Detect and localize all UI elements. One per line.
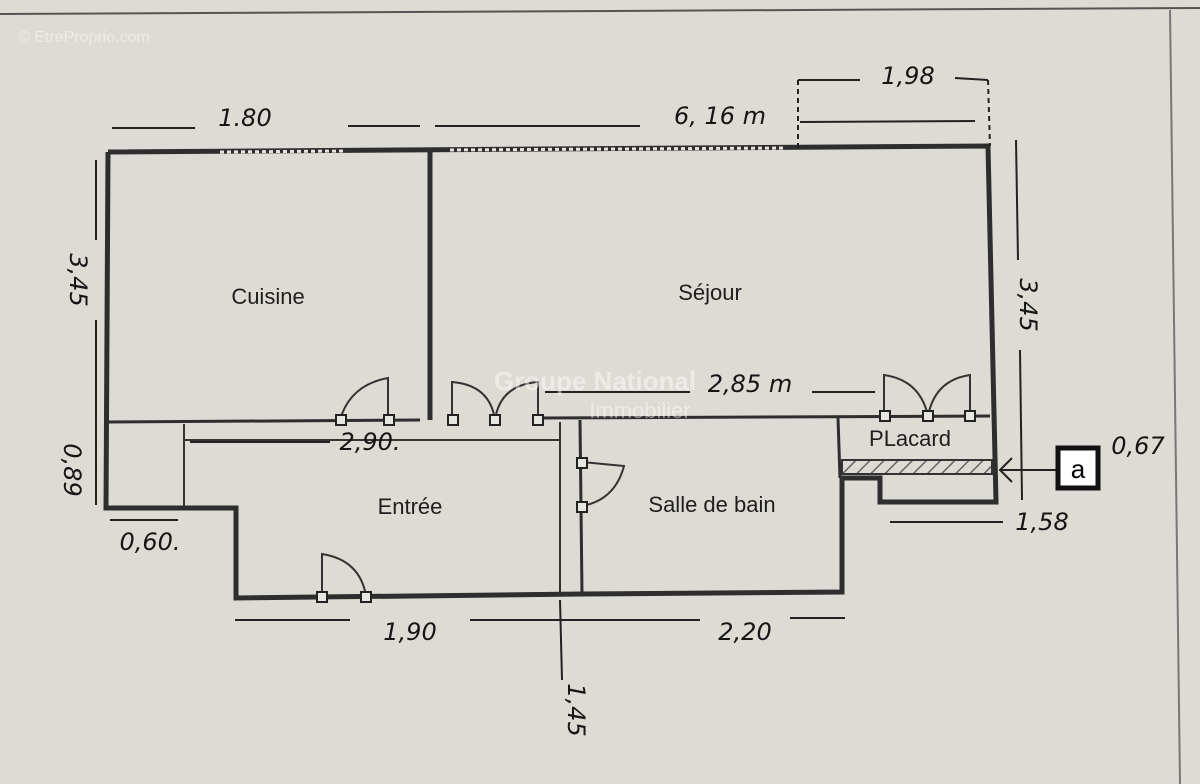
dim-placard-width: 1,58 [1015,508,1068,536]
dim-bottom-entree: 1,90 [383,618,436,646]
room-label-entree: Entrée [378,494,443,519]
dim-sejour-inner: 2,85 m [708,370,792,398]
page-edge [0,7,1200,15]
agency-watermark-line2: Immobilier [589,398,690,423]
page-edge [1169,9,1181,784]
dim-left-lower: 0,89 [58,443,86,496]
dim-right-height: 3,45 [1014,278,1042,331]
dim-hall-width: 2,90. [339,428,400,456]
dim-bottom-vertical: 1,45 [562,683,590,736]
dim-left-step: 0,60. [119,528,180,556]
dim-top-right: 1,98 [881,62,934,90]
site-watermark: © EtreProprio.com [18,29,150,46]
doors [316,373,976,603]
dim-left-height: 3,45 [64,253,92,306]
dimension-lines [95,77,1058,681]
dim-bottom-bath: 2,20 [718,618,771,646]
room-label-cuisine: Cuisine [231,284,304,309]
room-label-sejour: Séjour [678,280,742,305]
dim-top-left: 1.80 [218,104,271,132]
marker-label: a [1071,454,1086,484]
elevation-marker: a [1055,445,1101,491]
dim-top-total: 6, 16 m [674,102,766,130]
room-label-salle-de-bain: Salle de bain [648,492,775,517]
room-label-placard: PLacard [869,426,951,451]
dim-placard-depth: 0,67 [1111,432,1165,460]
agency-watermark: Groupe National [494,366,696,396]
walls [103,143,999,601]
